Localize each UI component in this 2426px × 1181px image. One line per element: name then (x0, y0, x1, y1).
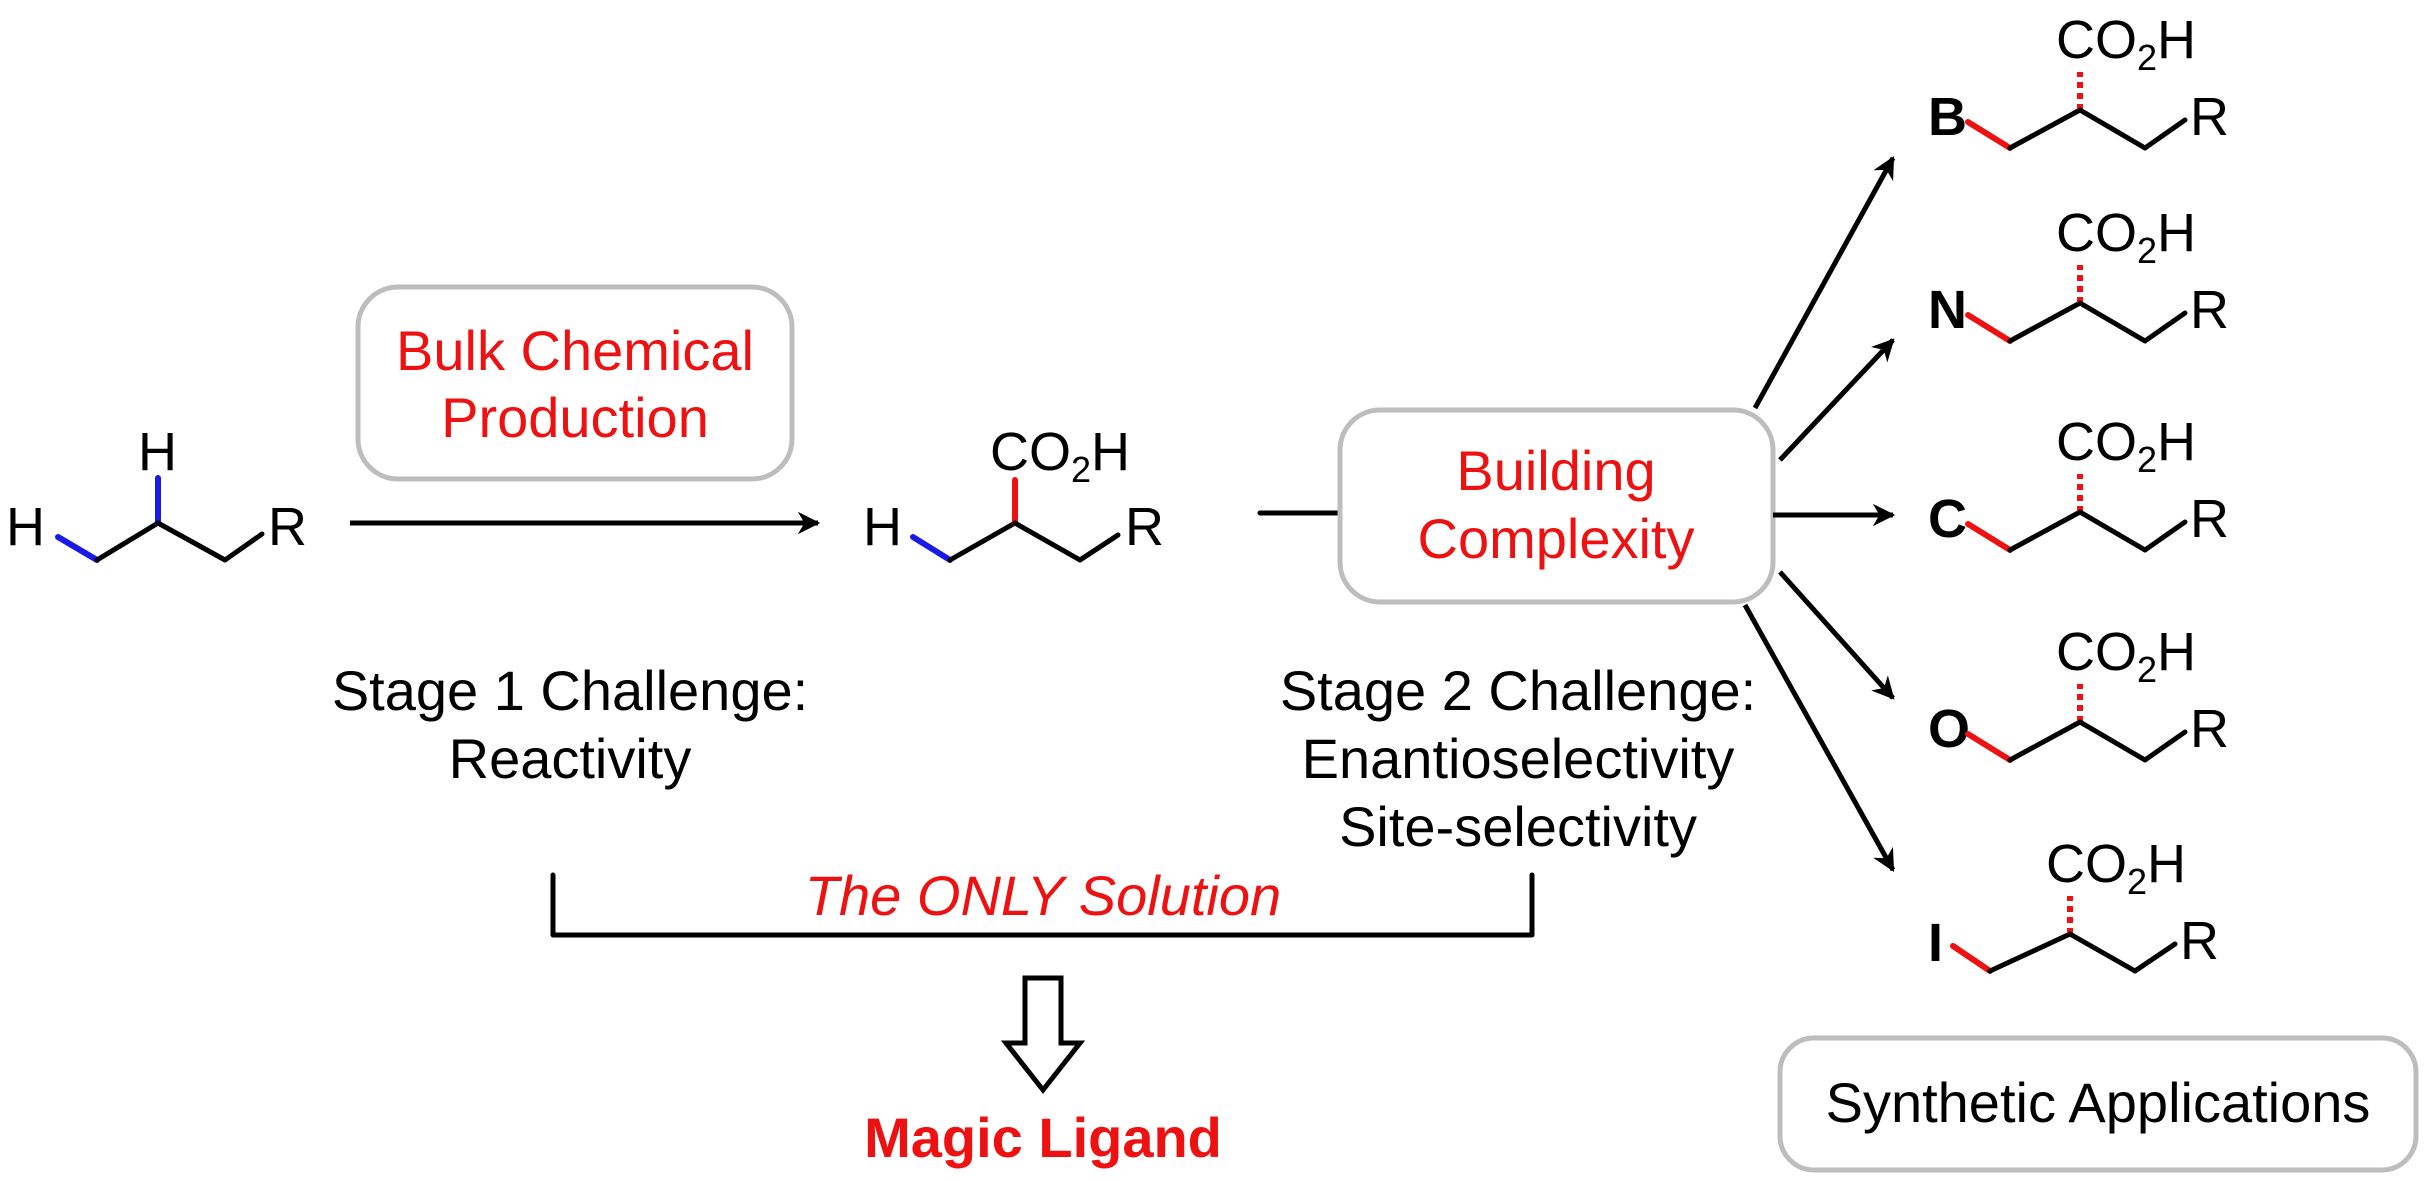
arrow-to-nitrogen (1778, 338, 1895, 462)
product-boron: B CO2H R (1928, 10, 2229, 151)
bond-b (2077, 107, 2148, 151)
building-label-line1: Building (1456, 439, 1655, 502)
new-bond-red (1965, 731, 2013, 763)
stage1-challenge: Stage 1 Challenge: Reactivity (332, 659, 808, 790)
bond-c (2142, 117, 2188, 151)
product-nitrogen: N CO2H R (1928, 203, 2229, 344)
atom-co2h: CO2H (2056, 412, 2196, 480)
atom-h-top: H (138, 422, 177, 482)
building-label-line2: Complexity (1418, 507, 1695, 570)
fan-out-arrows (1742, 156, 1896, 872)
bracket-line (550, 872, 1535, 938)
ch-bond-blue-left (55, 534, 100, 563)
atom-r: R (2190, 280, 2229, 340)
magic-ligand-label: Magic Ligand (864, 1106, 1222, 1169)
bond-b (2067, 931, 2138, 974)
solution-label: The ONLY Solution (805, 864, 1281, 927)
bond-a (1987, 931, 2073, 974)
bulk-production-box: Bulk Chemical Production (355, 284, 795, 482)
bond-c2-c3 (1012, 520, 1083, 563)
stage2-challenge: Stage 2 Challenge: Enantioselectivity Si… (1280, 659, 1756, 858)
bond-b (2077, 300, 2148, 344)
stage1-title: Stage 1 Challenge: (332, 659, 808, 722)
new-bond-red (1950, 943, 1993, 974)
bond-b (2077, 509, 2148, 553)
atom-co2h: CO2H (990, 422, 1130, 490)
stage2-detail2: Site-selectivity (1339, 795, 1697, 858)
intermediate-acid-structure: H R CO2H (863, 422, 1164, 563)
atom-co2h: CO2H (2056, 10, 2196, 78)
new-bond-red (1965, 521, 2013, 553)
bond-c (2142, 729, 2188, 763)
heteroatom-label: N (1928, 280, 1967, 340)
heteroatom-label: I (1928, 913, 1943, 973)
bond-c (2132, 941, 2178, 974)
bond-a (2007, 509, 2083, 553)
bond-a (2007, 107, 2083, 151)
bond-c1-c2 (94, 520, 161, 563)
bond-c3-r (222, 531, 265, 563)
bulk-label-line1: Bulk Chemical (396, 319, 754, 382)
down-arrow-icon (1000, 975, 1086, 1095)
bond-b (2077, 719, 2148, 763)
atom-co2h: CO2H (2046, 834, 2186, 902)
bond-c1-c2 (947, 520, 1018, 563)
atom-r: R (1125, 497, 1164, 557)
heteroatom-label: O (1928, 699, 1970, 759)
arrow-to-iodine (1742, 603, 1896, 872)
building-complexity-box: Building Complexity (1337, 407, 1776, 605)
ch-bond-blue (910, 534, 953, 563)
bulk-label-line2: Production (441, 386, 709, 449)
synthetic-applications-label: Synthetic Applications (1826, 1071, 2371, 1134)
product-carbon: C CO2H R (1928, 412, 2229, 553)
bond-a (2007, 719, 2083, 763)
stage1-detail: Reactivity (449, 727, 692, 790)
bond-c2-c3 (155, 520, 228, 563)
stage2-detail1: Enantioselectivity (1302, 727, 1735, 790)
bond-c (2142, 310, 2188, 344)
arrow-to-oxygen (1778, 570, 1895, 700)
heteroatom-label: B (1928, 87, 1967, 147)
new-bond-red (1965, 312, 2013, 344)
atom-co2h: CO2H (2056, 622, 2196, 690)
new-bond-red (1965, 119, 2013, 151)
atom-r: R (2190, 699, 2229, 759)
atom-co2h: CO2H (2056, 203, 2196, 271)
starting-alkane-structure: H H R (6, 422, 307, 563)
bond-a (2007, 300, 2083, 344)
product-oxygen: O CO2H R (1928, 622, 2229, 763)
atom-h-left: H (6, 497, 45, 557)
bond-c3-r (1077, 532, 1121, 563)
atom-r: R (268, 497, 307, 557)
arrow-to-boron (1752, 156, 1896, 410)
product-iodine: I CO2H R (1928, 834, 2219, 974)
atom-r: R (2190, 87, 2229, 147)
atom-r: R (2190, 489, 2229, 549)
stage2-title: Stage 2 Challenge: (1280, 659, 1756, 722)
bond-c (2142, 519, 2188, 553)
solution-bracket: The ONLY Solution (550, 864, 1535, 938)
heteroatom-label: C (1928, 489, 1967, 549)
atom-h: H (863, 497, 902, 557)
synthetic-applications-box: Synthetic Applications (1777, 1035, 2419, 1173)
atom-r: R (2180, 911, 2219, 971)
